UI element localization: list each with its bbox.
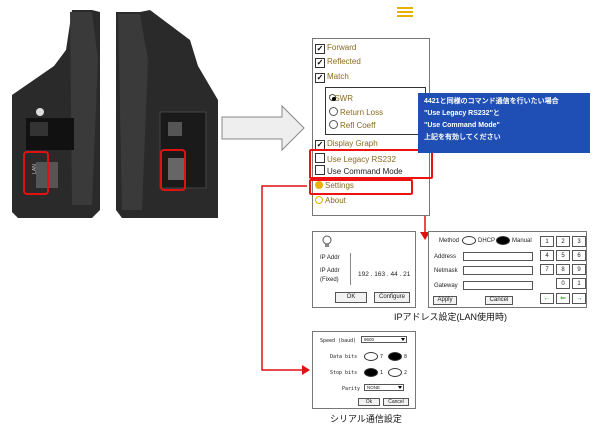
lightbulb-icon (322, 235, 332, 247)
ip-caption: IPアドレス設定(LAN使用時) (394, 312, 508, 322)
device-right-photo (116, 10, 218, 218)
chevron-down-icon (398, 386, 402, 389)
device-left-photo (12, 10, 100, 218)
data-bits-7-label: 7 (380, 354, 384, 360)
key-8[interactable]: 8 (556, 264, 570, 275)
manual-label: Manual (512, 238, 532, 244)
option-vswr[interactable]: VSWR (329, 94, 353, 103)
address-label: Address (434, 254, 457, 260)
gateway-field[interactable] (463, 281, 533, 290)
radio-icon[interactable] (329, 120, 338, 129)
flow-arrow-icon (221, 104, 305, 152)
menu-item-about[interactable]: About (315, 196, 346, 205)
chevron-down-icon (401, 338, 405, 341)
data-bits-8-radio[interactable] (388, 352, 402, 361)
menu-item-reflected[interactable]: Reflected (315, 57, 361, 68)
connector-serial (261, 185, 307, 371)
ip-fixed-label: IP Addr (320, 268, 340, 274)
settings-menu (312, 38, 430, 216)
checkbox-icon[interactable] (315, 44, 325, 54)
divider (350, 253, 351, 285)
ip-value: 192 . 163 . 44 . 21 (358, 271, 411, 278)
menu-item-match[interactable]: Match (315, 72, 349, 83)
key-1-extra[interactable]: 1 (572, 278, 586, 289)
key-5[interactable]: 5 (556, 250, 570, 261)
key-6[interactable]: 6 (572, 250, 586, 261)
legacy-callout: 4421と同様のコマンド通信を行いたい場合 "Use Legacy RS232"… (418, 93, 590, 153)
dhcp-label: DHCP (478, 238, 496, 244)
checkbox-icon[interactable] (315, 165, 325, 175)
method-label: Method (439, 238, 460, 244)
serial-caption: シリアル通信設定 (330, 414, 402, 424)
lan-highlight-right (160, 149, 186, 191)
speed-label: Speed (baud) (320, 338, 357, 344)
radio-icon[interactable] (329, 107, 338, 116)
stop-bits-label: Stop bits (330, 370, 358, 376)
info-icon (315, 196, 323, 204)
left-arrow-icon[interactable]: ← (540, 293, 554, 304)
parity-select[interactable]: NONE (364, 384, 404, 391)
dhcp-radio[interactable] (462, 236, 476, 245)
stop-bits-1-radio[interactable] (364, 368, 378, 377)
lan-port-label: LAN (31, 164, 38, 174)
key-1[interactable]: 1 (540, 236, 554, 247)
parity-label: Parity (342, 386, 361, 392)
gateway-label: Gateway (434, 283, 458, 289)
address-field[interactable] (463, 252, 533, 261)
ok-button[interactable]: OK (335, 292, 367, 303)
menu-item-command-mode[interactable]: Use Command Mode (315, 165, 403, 176)
serial-cancel-button[interactable]: Cancel (383, 398, 409, 406)
menu-item-legacy-rs232[interactable]: Use Legacy RS232 (315, 153, 396, 164)
menu-icon[interactable] (397, 7, 413, 19)
key-0[interactable]: 0 (556, 278, 570, 289)
option-refl-coeff[interactable]: Refl Coeff (329, 120, 375, 130)
serial-ok-button[interactable]: Ok (358, 398, 380, 406)
checkbox-icon[interactable] (315, 58, 325, 68)
radio-icon[interactable] (329, 94, 336, 101)
lan-highlight-left (23, 151, 49, 195)
key-3[interactable]: 3 (572, 236, 586, 247)
menu-item-settings[interactable]: Settings (315, 181, 354, 190)
cancel-button[interactable]: Cancel (485, 296, 513, 305)
option-return-loss[interactable]: Return Loss (329, 107, 383, 117)
menu-item-forward[interactable]: Forward (315, 43, 356, 54)
right-arrow-icon[interactable]: → (572, 293, 586, 304)
netmask-field[interactable] (463, 266, 533, 275)
checkbox-icon[interactable] (315, 73, 325, 83)
backspace-icon[interactable]: ⇐ (556, 293, 570, 304)
ip-fixed-sub: (Fixed) (320, 277, 339, 283)
data-bits-8-label: 8 (404, 354, 408, 360)
data-bits-7-radio[interactable] (364, 352, 378, 361)
gear-icon (315, 181, 323, 189)
stop-bits-2-radio[interactable] (388, 368, 402, 377)
key-4[interactable]: 4 (540, 250, 554, 261)
speed-select[interactable]: 9600 (361, 336, 407, 343)
manual-radio[interactable] (496, 236, 510, 245)
ip-addr-label: IP Addr (320, 255, 340, 261)
key-2[interactable]: 2 (556, 236, 570, 247)
highlight-legacy-options (309, 149, 433, 179)
data-bits-label: Data bits (330, 354, 358, 360)
stop-bits-2-label: 2 (404, 370, 408, 376)
checkbox-icon[interactable] (315, 153, 325, 163)
configure-button[interactable]: Configure (374, 292, 410, 303)
key-7[interactable]: 7 (540, 264, 554, 275)
apply-button[interactable]: Apply (433, 296, 457, 305)
netmask-label: Netmask (434, 268, 458, 274)
key-9[interactable]: 9 (572, 264, 586, 275)
highlight-settings (309, 179, 413, 195)
stop-bits-1-label: 1 (380, 370, 384, 376)
arrow-right-icon (302, 365, 310, 375)
arrow-down-icon (420, 232, 430, 240)
